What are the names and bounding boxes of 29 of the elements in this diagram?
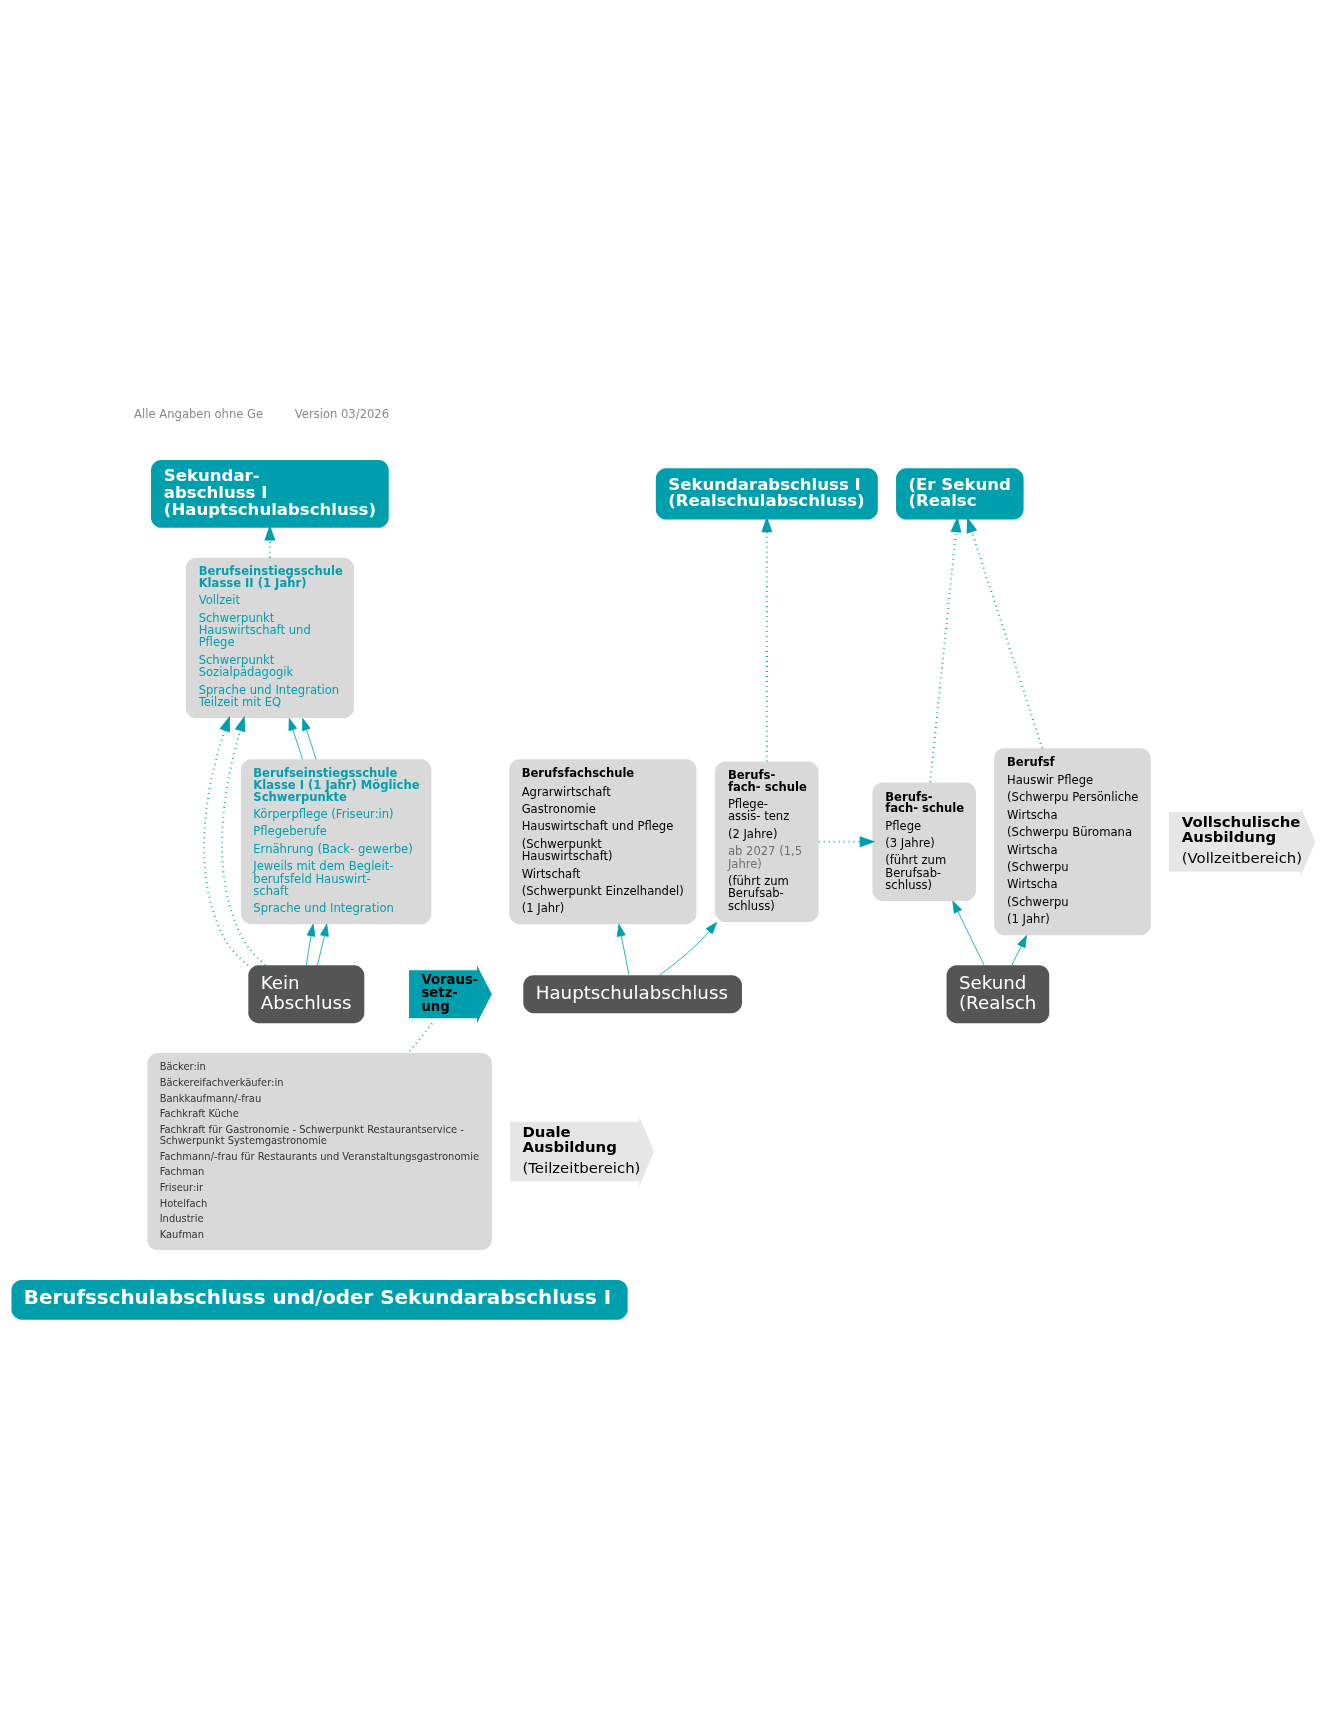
node-box: Sekundar- abschluss I (Hauptschulabschluss): [151, 459, 389, 528]
arrow: [221, 715, 266, 966]
arrow: [306, 923, 316, 965]
arrow: [302, 717, 317, 760]
node-box: Bäcker:in Bäckereifachverkäufer:in Bankkaufmann/-frau Fachkraft Küche Fachkraft für Gastronomie - Schwerpunkt Restaurantservice - Schwerpunkt Systemgastronomie Fachmann/-frau für Restaurants und Veranstaltungsgastronomie Fachman Friseur:ir Hotelfach Industrie Kaufman: [147, 1052, 492, 1250]
node-box: Sekund (Realsch: [946, 964, 1050, 1023]
arrow: [616, 923, 630, 975]
node-box: Berufseinstiegsschule Klasse I (1 Jahr) Mögliche Schwerpunkte Körperpflege (Friseur:in) Pflegeberufe Ernährung (Back- gewerbe) Jeweils mit dem Begleit- berufsfeld Hauswirt- schaft Sprache und Integration: [240, 758, 432, 924]
arrow: [929, 516, 962, 782]
node-box: Berufs- fach- schule Pflege (3 Jahre) (führt zum Berufsab- schluss): [872, 782, 976, 901]
arrow: [966, 516, 1044, 748]
connector: [407, 1022, 433, 1053]
node-box: Kein Abschluss: [248, 964, 365, 1023]
node-box: Berufseinstiegsschule Klasse II (1 Jahr) Vollzeit Schwerpunkt Hauswirtschaft und Pflege Schwerpunkt Sozialpädagogik Sprache und Integration Teilzeit mit EQ: [185, 557, 354, 718]
arrow: [317, 923, 329, 965]
node-box: Berufsfachschule Agrarwirtschaft Gastronomie Hauswirtschaft und Pflege (Schwerpunkt Hauswirtschaft) Wirtschaft (Schwerpunkt Einzelhandel) (1 Jahr): [509, 758, 697, 924]
node-box: (Er Sekund (Realsc: [896, 467, 1024, 520]
node-box: Sekundarabschluss I (Realschulabschluss): [655, 467, 878, 520]
arrow: [1011, 934, 1027, 965]
node-box: Berufsschulabschluss und/oder Sekundarabschluss I: [11, 1279, 628, 1320]
node-box: Hauptschulabschluss: [523, 974, 742, 1013]
arrow: [203, 715, 249, 966]
arrow: [288, 717, 304, 760]
arrow: [952, 900, 985, 965]
label: Alle Angaben ohne Ge: [134, 406, 264, 421]
node-box: Berufs- fach- schule Pflege- assis- tenz (2 Jahre) ab 2027 (1,5 Jahre) (führt zum Berufsab- schluss): [715, 760, 819, 922]
arrow: [659, 921, 718, 975]
node-box: Berufsf Hauswir Pflege (Schwerpu Persönliche Wirtscha (Schwerpu Büromana Wirtscha (Schwerpu Wirtscha (Schwerpu (1 Jahr): [994, 747, 1151, 935]
label: Version 03/2026: [294, 406, 390, 421]
